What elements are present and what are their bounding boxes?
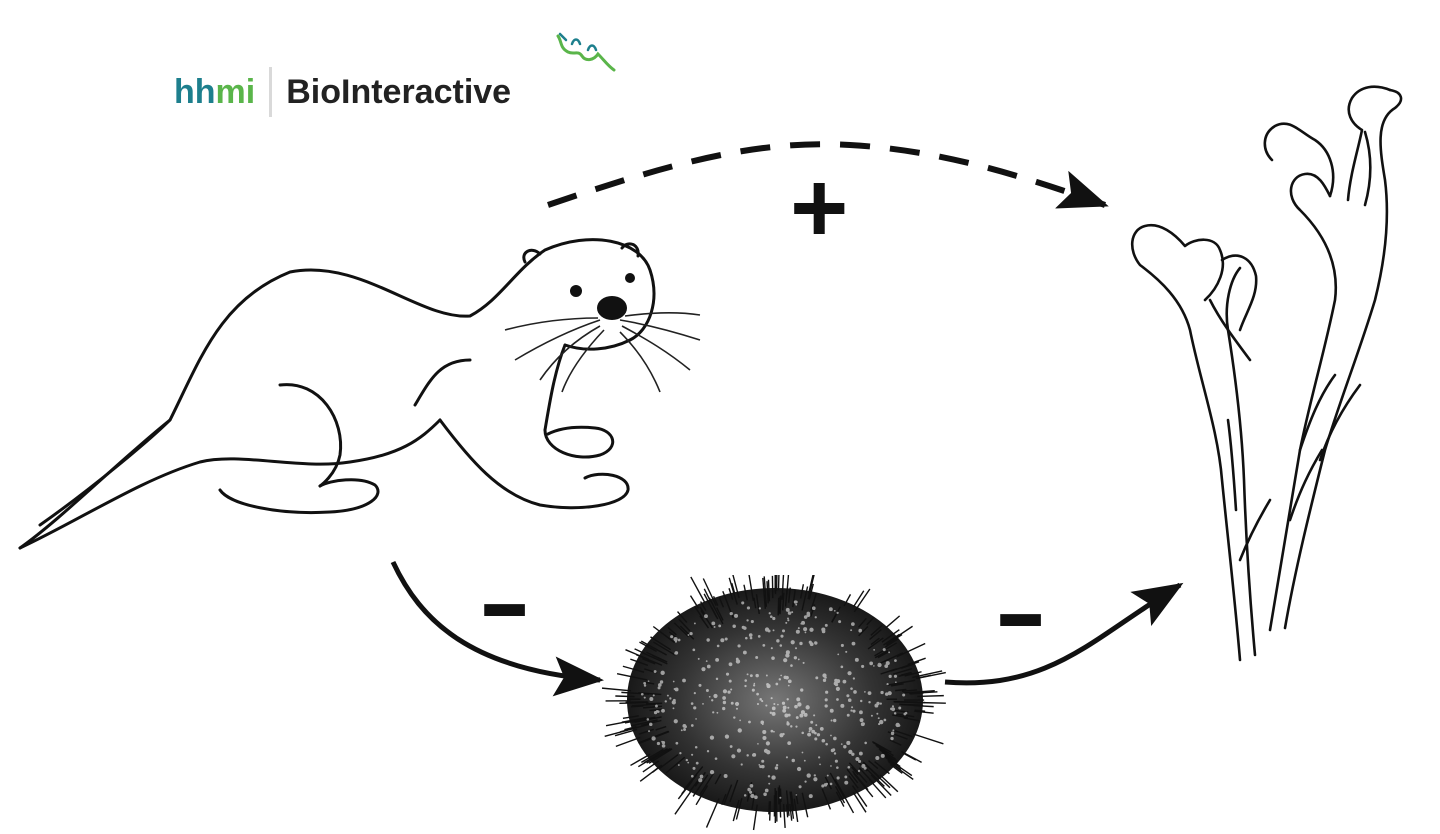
hhmi-wordmark: hhmi [174, 73, 255, 112]
logo-divider [269, 67, 273, 117]
kelp-sprig-icon [556, 32, 616, 72]
hhmi-wordmark-part1: hh [174, 72, 216, 111]
sea-otter-icon [18, 238, 701, 550]
kelp-icon [1131, 85, 1403, 662]
hhmi-biointeractive-logo: hhmi BioInteractive [174, 62, 511, 122]
biointeractive-wordmark: BioInteractive [286, 72, 512, 111]
positive-effect-sign: + [790, 152, 849, 264]
sea-urchin-icon [601, 575, 946, 831]
otter-to-kelp-arrow [547, 141, 1109, 209]
urchin-to-kelp-arrow [944, 582, 1184, 686]
negative-effect-sign-otter-urchin: - [478, 546, 532, 658]
negative-effect-sign-urchin-kelp: - [994, 556, 1048, 668]
otter-to-urchin-arrow [390, 560, 604, 697]
hhmi-wordmark-part2: mi [215, 72, 256, 111]
